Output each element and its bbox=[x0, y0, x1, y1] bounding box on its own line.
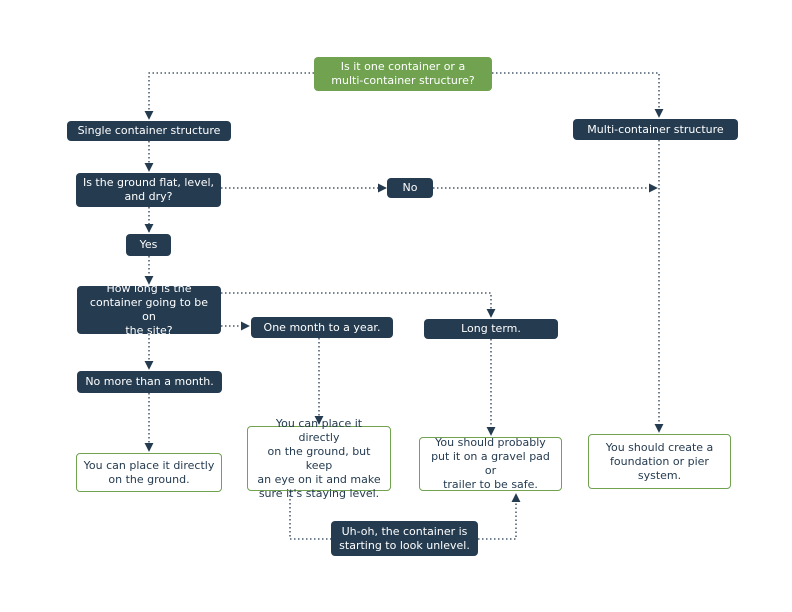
connector-keepeye-to-uhoh bbox=[289, 491, 331, 540]
connector-start-to-single bbox=[144, 72, 314, 120]
result-gravel-pad: You should probably put it on a gravel p… bbox=[419, 436, 562, 491]
uh-oh-unlevel-node: Uh-oh, the container is starting to look… bbox=[331, 521, 478, 556]
how-long-question-node: How long is the container going to be on… bbox=[77, 282, 221, 337]
no-more-than-month-node: No more than a month. bbox=[77, 371, 222, 393]
result-place-on-ground: You can place it directly on the ground. bbox=[76, 453, 222, 492]
start-question-node: Is it one container or a multi-container… bbox=[314, 57, 492, 91]
connector-howlong-to-longterm bbox=[221, 292, 496, 318]
yes-node: Yes bbox=[126, 234, 171, 256]
long-term-node: Long term. bbox=[424, 319, 558, 339]
one-month-to-year-node: One month to a year. bbox=[251, 317, 393, 338]
multi-container-node: Multi-container structure bbox=[573, 119, 738, 140]
result-keep-an-eye: You can place it directly on the ground,… bbox=[247, 417, 391, 500]
connector-start-to-multi bbox=[492, 72, 664, 118]
result-foundation: You should create a foundation or pier s… bbox=[588, 434, 731, 489]
single-container-node: Single container structure bbox=[67, 121, 231, 141]
connector-uhoh-to-gravel bbox=[478, 493, 521, 540]
no-node: No bbox=[387, 178, 433, 198]
ground-question-node: Is the ground flat, level, and dry? bbox=[76, 173, 221, 207]
